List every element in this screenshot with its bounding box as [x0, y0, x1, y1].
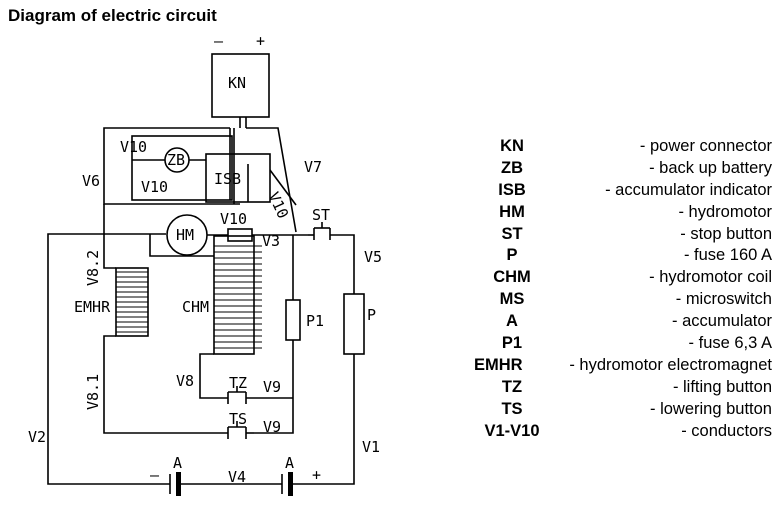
- legend-row: TZ - lifting button: [470, 377, 772, 399]
- label-v10-d: V10: [220, 210, 247, 228]
- legend-desc: - stop button: [680, 224, 772, 243]
- accumulator-indicator-box: [205, 153, 271, 203]
- hydromotor-coil-box: [213, 235, 255, 355]
- legend-code: ZB: [501, 158, 523, 177]
- legend-desc: - conductors: [681, 421, 772, 440]
- zb-isb-group-box: [131, 135, 233, 201]
- legend-row: V1-V10 - conductors: [470, 421, 772, 443]
- legend-row: KN - power connector: [470, 136, 772, 158]
- label-v2: V2: [28, 428, 46, 446]
- label-v1: V1: [362, 438, 380, 456]
- legend-desc: - power connector: [639, 137, 772, 155]
- label-minus-top: –: [214, 32, 224, 50]
- legend: KN- power connector ZB- back up battery …: [470, 136, 772, 442]
- legend-row: A - accumulator: [470, 311, 772, 333]
- label-v81: V8.1: [84, 374, 102, 410]
- legend-code: TZ: [501, 377, 523, 396]
- legend-row: EMHR - hydromotor electromagnet: [470, 355, 772, 377]
- legend-code: ST: [501, 224, 523, 243]
- legend-row: ST - stop button: [470, 224, 772, 246]
- label-p1: P1: [306, 312, 324, 330]
- label-plus-top: +: [256, 32, 265, 50]
- legend-code: KN: [500, 137, 524, 155]
- label-tz: TZ: [229, 374, 247, 392]
- label-v4: V4: [228, 468, 246, 486]
- legend-code: ISB: [498, 180, 526, 199]
- legend-desc: - fuse 6,3 A: [688, 334, 772, 353]
- legend-desc: - back up battery: [649, 158, 772, 177]
- legend-desc: - fuse 160 A: [683, 246, 772, 265]
- label-zb: ZB: [167, 151, 185, 169]
- label-plus-bottom: +: [312, 466, 321, 484]
- legend-row: CHM - hydromotor coil: [470, 267, 772, 289]
- label-st: ST: [312, 206, 330, 224]
- label-v8: V8: [176, 372, 194, 390]
- legend-code: A: [506, 312, 518, 331]
- label-emhr: EMHR: [74, 298, 111, 316]
- label-minus-bottom: –: [150, 466, 160, 484]
- label-isb: ISB: [214, 170, 241, 188]
- legend-desc: - accumulator: [672, 312, 772, 331]
- label-a-left: A: [173, 454, 182, 472]
- fuse-p1-box: [285, 299, 301, 341]
- label-v9-a: V9: [263, 378, 281, 396]
- legend-code: HM: [499, 202, 525, 221]
- label-v6: V6: [82, 172, 100, 190]
- legend-row: TS - lowering button: [470, 399, 772, 421]
- legend-desc: - accumulator indicator: [605, 180, 772, 199]
- label-hm: HM: [176, 226, 194, 244]
- legend-row: P1 - fuse 6,3 A: [470, 333, 772, 355]
- label-v10-a: V10: [120, 138, 147, 156]
- label-v5: V5: [364, 248, 382, 266]
- label-kn: KN: [228, 74, 246, 92]
- legend-desc: - lifting button: [672, 377, 772, 396]
- legend-row: ISB - accumulator indicator: [470, 180, 772, 202]
- legend-code: P: [506, 246, 518, 265]
- label-v3: V3: [262, 232, 280, 250]
- accumulator-right-plate: [288, 472, 293, 496]
- legend-code: MS: [499, 290, 525, 309]
- legend-code: CHM: [493, 268, 531, 287]
- legend-desc: - hydromotor coil: [649, 268, 772, 287]
- legend-row: HM - hydromotor: [470, 202, 772, 224]
- label-v10-b: V10: [141, 178, 168, 196]
- label-chm: CHM: [182, 298, 209, 316]
- fuse-p-box: [343, 293, 365, 355]
- legend-desc: - lowering button: [650, 399, 772, 418]
- label-a-right: A: [285, 454, 294, 472]
- label-v9-b: V9: [263, 418, 281, 436]
- legend-code: P1: [501, 334, 523, 353]
- page-title: Diagram of electric circuit: [8, 6, 217, 25]
- legend-code: TS: [501, 399, 523, 418]
- label-v82: V8.2: [84, 250, 102, 286]
- legend-desc: - hydromotor: [678, 202, 772, 221]
- legend-desc: - microswitch: [675, 290, 772, 309]
- hydromotor-electromagnet-box: [115, 267, 149, 337]
- label-v7: V7: [304, 158, 322, 176]
- legend-row: MS - microswitch: [470, 289, 772, 311]
- legend-desc: - hydromotor electromagnet: [569, 355, 772, 374]
- legend-row: P - fuse 160 A: [470, 245, 772, 267]
- label-ts: TS: [229, 410, 247, 428]
- accumulator-left-plate: [176, 472, 181, 496]
- legend-code: EMHR: [474, 355, 523, 374]
- legend-code: V1-V10: [484, 421, 540, 440]
- label-p: P: [367, 306, 376, 324]
- legend-row: ZB - back up battery: [470, 158, 772, 180]
